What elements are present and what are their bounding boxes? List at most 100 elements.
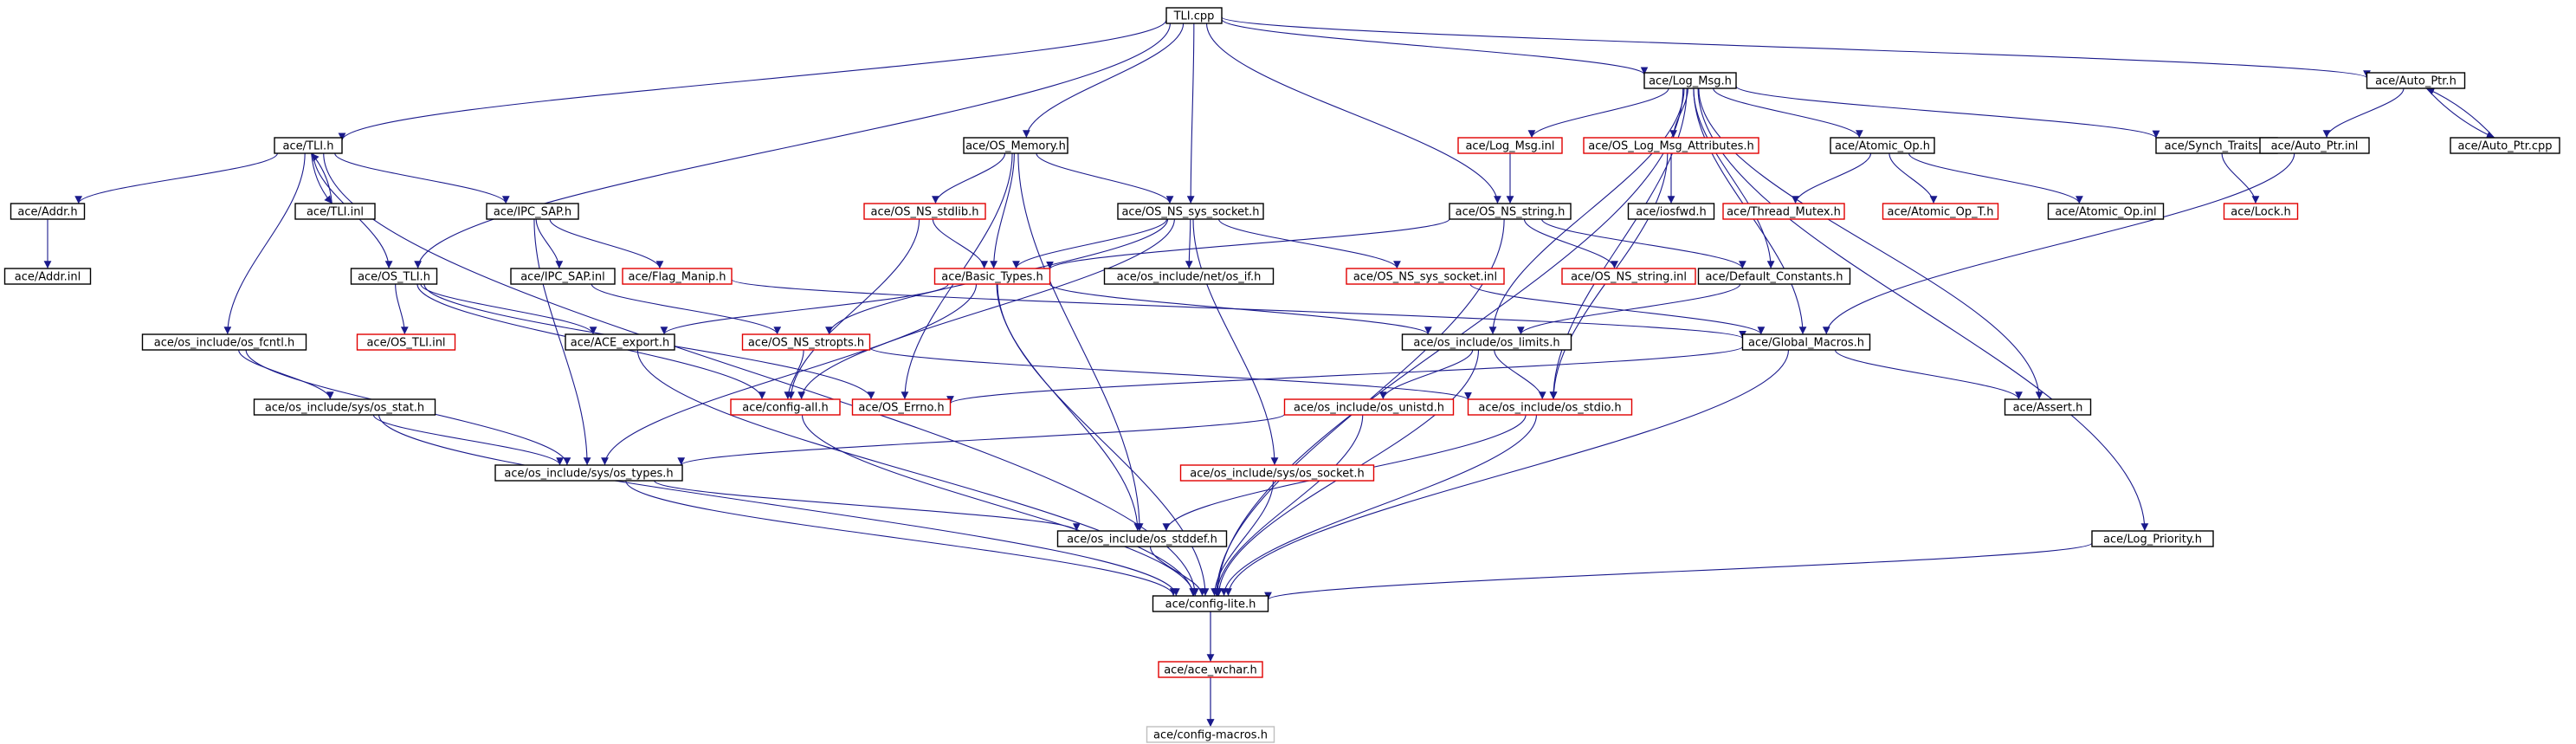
node-os-ns-sys-socket-h[interactable]: ace/OS_NS_sys_socket.h — [1117, 203, 1264, 220]
node-box — [1583, 137, 1759, 154]
edge-log_msg_h-to-log_priority_h — [1697, 87, 2149, 532]
edge-tli_cpp-to-os_ns_sys_socket_h — [1186, 23, 1195, 204]
node-atomic-op-t-h[interactable]: ace/Atomic_Op_T.h — [1882, 203, 1999, 220]
node-tli-cpp: TLI.cpp — [1165, 7, 1223, 24]
edge-tli_inl-to-tli_h — [311, 152, 332, 204]
node-synch-traits-h[interactable]: ace/Synch_Traits.h — [2155, 137, 2278, 154]
node-label: ace/Atomic_Op_T.h — [1888, 206, 1994, 219]
edge-tli_cpp-to-log_msg_h — [1221, 18, 1649, 75]
node-box — [1401, 333, 1572, 351]
node-box — [1103, 268, 1275, 285]
node-box — [933, 268, 1051, 285]
node-tli-inl[interactable]: ace/TLI.inl — [294, 203, 376, 220]
node-os-ns-string-h[interactable]: ace/OS_NS_string.h — [1449, 203, 1572, 220]
node-os-stddef-h[interactable]: ace/os_include/os_stddef.h — [1056, 530, 1228, 547]
node-label: ace/config-lite.h — [1165, 598, 1256, 611]
node-os-socket-h[interactable]: ace/os_include/sys/os_socket.h — [1179, 464, 1375, 482]
node-box — [863, 203, 986, 220]
node-log-msg-h[interactable]: ace/Log_Msg.h — [1643, 72, 1737, 89]
node-iosfwd-h[interactable]: ace/iosfwd.h — [1627, 203, 1715, 220]
node-os-stat-h[interactable]: ace/os_include/sys/os_stat.h — [253, 398, 436, 416]
node-label: ace/Auto_Ptr.inl — [2271, 140, 2359, 153]
node-config-all-h[interactable]: ace/config-all.h — [730, 398, 841, 416]
node-default-constants-h[interactable]: ace/Default_Constants.h — [1697, 268, 1851, 285]
node-os-stdio-h[interactable]: ace/os_include/os_stdio.h — [1467, 398, 1633, 416]
node-auto-ptr-h[interactable]: ace/Auto_Ptr.h — [2366, 72, 2466, 89]
node-label: ace/os_include/net/os_if.h — [1117, 271, 1262, 284]
node-addr-inl[interactable]: ace/Addr.inl — [3, 268, 92, 285]
node-label: ace/Basic_Types.h — [941, 271, 1043, 284]
node-label: ace/ACE_export.h — [571, 337, 669, 350]
node-global-macros-h[interactable]: ace/Global_Macros.h — [1741, 333, 1871, 351]
node-basic-types-h[interactable]: ace/Basic_Types.h — [933, 268, 1051, 285]
node-os-limits-h[interactable]: ace/os_include/os_limits.h — [1401, 333, 1572, 351]
node-label: ace/Auto_Ptr.cpp — [2457, 140, 2552, 153]
node-label: ace/os_include/os_fcntl.h — [154, 337, 294, 350]
node-box — [851, 398, 952, 416]
edge-os_tli_h-to-os_tli_inl — [395, 283, 409, 335]
node-log-priority-h[interactable]: ace/Log_Priority.h — [2091, 530, 2214, 547]
edge-tli_cpp-to-tli_h — [338, 19, 1167, 141]
node-box — [1722, 203, 1845, 220]
edge-os_socket_h-to-config_lite_h — [1211, 480, 1274, 597]
node-box — [2004, 398, 2092, 416]
node-tli-h[interactable]: ace/TLI.h — [274, 137, 343, 154]
node-label: ace/os_include/sys/os_stat.h — [265, 402, 424, 415]
edge-log_msg_h-to-os_stdio_h — [1549, 87, 1688, 400]
edge-basic_types_h-to-os_types_h — [601, 283, 978, 466]
node-box — [1283, 398, 1455, 416]
node-box — [741, 333, 871, 351]
node-label: ace/OS_Memory.h — [965, 140, 1066, 153]
edge-basic_types_h-to-os_stddef_h — [996, 283, 1142, 532]
edge-os_unistd_h-to-os_types_h — [677, 413, 1286, 466]
edge-os_limits_h-to-os_stdio_h — [1494, 349, 1546, 400]
node-os-unistd-h[interactable]: ace/os_include/os_unistd.h — [1283, 398, 1455, 416]
edge-tli_cpp-to-os_memory_h — [1022, 23, 1185, 139]
node-label: ace/OS_NS_stropts.h — [748, 337, 864, 350]
node-os-ns-stropts-h[interactable]: ace/OS_NS_stropts.h — [741, 333, 871, 351]
node-lock-h[interactable]: ace/Lock.h — [2223, 203, 2299, 220]
edge-os_ns_string_h-to-os_ns_string_inl — [1523, 218, 1618, 269]
node-auto-ptr-inl[interactable]: ace/Auto_Ptr.inl — [2259, 137, 2370, 154]
node-config-lite-h[interactable]: ace/config-lite.h — [1152, 595, 1269, 612]
node-label: ace/IPC_SAP.inl — [520, 271, 605, 284]
node-box — [1467, 398, 1633, 416]
node-os-ns-sys-socket-inl[interactable]: ace/OS_NS_sys_socket.inl — [1346, 268, 1505, 285]
edge-os_memory_h-to-os_ns_stdlib_h — [932, 152, 1006, 204]
node-flag-manip-h[interactable]: ace/Flag_Manip.h — [622, 268, 733, 285]
node-os-if-h[interactable]: ace/os_include/net/os_if.h — [1103, 268, 1275, 285]
node-atomic-op-inl[interactable]: ace/Atomic_Op.inl — [2047, 203, 2165, 220]
node-auto-ptr-cpp[interactable]: ace/Auto_Ptr.cpp — [2450, 137, 2560, 154]
node-os-fcntl-h[interactable]: ace/os_include/os_fcntl.h — [141, 333, 307, 351]
node-box — [1056, 530, 1228, 547]
edge-tli_h-to-config_lite_h — [323, 152, 1199, 597]
edge-tli_h-to-os_fcntl_h — [223, 152, 306, 335]
node-os-tli-inl[interactable]: ace/OS_TLI.inl — [356, 333, 456, 351]
node-os-ns-stdlib-h[interactable]: ace/OS_NS_stdlib.h — [863, 203, 986, 220]
node-os-ns-string-inl[interactable]: ace/OS_NS_string.inl — [1561, 268, 1696, 285]
edge-tli_h-to-addr_h — [74, 152, 278, 204]
node-os-tli-h[interactable]: ace/OS_TLI.h — [350, 268, 438, 285]
edge-ipc_sap_h-to-os_types_h — [533, 218, 591, 466]
edge-ace_export_h-to-config_lite_h — [636, 349, 1198, 597]
edge-default_constants_h-to-os_limits_h — [1517, 283, 1741, 335]
node-box — [274, 137, 343, 154]
node-addr-h[interactable]: ace/Addr.h — [10, 203, 86, 220]
node-os-memory-h[interactable]: ace/OS_Memory.h — [963, 137, 1068, 154]
node-os-log-msg-attributes-h[interactable]: ace/OS_Log_Msg_Attributes.h — [1583, 137, 1759, 154]
edge-config_all_h-to-config_lite_h — [801, 414, 1198, 597]
node-log-msg-inl[interactable]: ace/Log_Msg.inl — [1457, 137, 1563, 154]
node-thread-mutex-h[interactable]: ace/Thread_Mutex.h — [1722, 203, 1845, 220]
node-ipc-sap-inl[interactable]: ace/IPC_SAP.inl — [510, 268, 616, 285]
node-os-errno-h[interactable]: ace/OS_Errno.h — [851, 398, 952, 416]
node-ace-wchar-h[interactable]: ace/ace_wchar.h — [1158, 661, 1263, 678]
node-assert-h[interactable]: ace/Assert.h — [2004, 398, 2092, 416]
node-box — [2450, 137, 2560, 154]
node-ace-export-h[interactable]: ace/ACE_export.h — [565, 333, 675, 351]
node-os-types-h[interactable]: ace/os_include/sys/os_types.h — [494, 464, 683, 482]
node-config-macros-h[interactable]: ace/config-macros.h — [1146, 726, 1275, 743]
edge-log_msg_h-to-log_msg_inl — [1527, 87, 1669, 139]
node-atomic-op-h[interactable]: ace/Atomic_Op.h — [1830, 137, 1935, 154]
node-ipc-sap-h[interactable]: ace/IPC_SAP.h — [486, 203, 579, 220]
